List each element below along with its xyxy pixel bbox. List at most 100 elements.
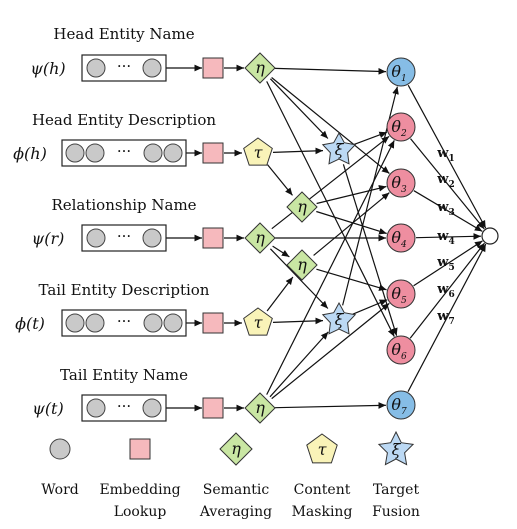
edge-theta3-output — [413, 190, 483, 232]
edge-xi2-theta5 — [352, 299, 388, 315]
row-title-4: Tail Entity Description — [39, 281, 210, 299]
word-circle — [85, 143, 105, 163]
nodes-layer — [49, 52, 499, 466]
embedding-lookup-5 — [202, 397, 224, 419]
edge-eta3-eta2b — [272, 245, 290, 258]
theta-index: 1 — [401, 74, 407, 84]
semantic-averaging-5-symbol: η — [255, 398, 265, 417]
theta-symbol: θ — [391, 284, 401, 303]
row-title-2: Head Entity Description — [32, 111, 216, 129]
edge-theta4-output — [415, 233, 482, 240]
content-masking-4 — [243, 307, 273, 336]
theta-symbol: θ — [391, 173, 401, 192]
edge-theta7-output — [407, 243, 487, 392]
theta-label-2: θ2 — [391, 117, 407, 139]
weight-index: 3 — [448, 208, 454, 218]
weight-letter: w — [436, 282, 449, 297]
content-masking-4-symbol: τ — [254, 313, 264, 332]
word-circle — [163, 143, 183, 163]
target-fusion-1-symbol: ξ — [335, 140, 345, 159]
edge-theta1-output — [407, 84, 487, 229]
weight-label-5: w5 — [436, 255, 454, 273]
embedding-lookup-4 — [202, 312, 224, 334]
word-circle — [142, 398, 162, 418]
edge-tau1-xi1 — [272, 147, 324, 155]
embedding-lookup-1 — [202, 57, 224, 79]
semantic-averaging-mid-1 — [286, 191, 318, 223]
edge-eta5-theta5 — [271, 302, 390, 400]
legend-label-4: Content — [294, 482, 351, 498]
ellipsis: ··· — [117, 312, 131, 330]
semantic-averaging-mid-1-symbol: η — [297, 197, 307, 216]
weight-letter: w — [436, 146, 449, 161]
theta-symbol: θ — [391, 340, 401, 359]
legend-target-fusion-icon — [377, 430, 415, 466]
theta-label-7: θ7 — [391, 395, 407, 417]
semantic-averaging-mid-2 — [286, 249, 318, 281]
weight-letter: w — [436, 172, 449, 187]
weight-letter: w — [436, 255, 449, 270]
semantic-averaging-1 — [244, 52, 276, 84]
edge-tau2-xi2 — [272, 317, 324, 325]
word-circle — [86, 398, 106, 418]
theta-index: 6 — [401, 352, 407, 362]
edge-eta1-theta1 — [274, 67, 387, 75]
legend-word-icon — [49, 438, 71, 460]
word-circle — [142, 228, 162, 248]
word-circle — [65, 313, 85, 333]
edge-xi1-theta2 — [352, 131, 388, 146]
legend-label-5: Target — [373, 482, 420, 498]
theta-index: 5 — [401, 296, 407, 306]
embedding-lookup-2 — [202, 142, 224, 164]
theta-label-3: θ3 — [391, 173, 407, 195]
legend-sublabel-3: Averaging — [199, 504, 272, 520]
legend-semantic-averaging-icon — [219, 432, 253, 466]
ellipsis: ··· — [117, 397, 131, 415]
legend-content-masking-icon — [306, 433, 338, 464]
weight-label-6: w6 — [436, 282, 454, 300]
legend-label-2: Embedding — [99, 482, 180, 498]
target-fusion-2-symbol: ξ — [335, 310, 345, 329]
semantic-averaging-3 — [244, 222, 276, 254]
edge-eta3-xi2 — [269, 248, 329, 309]
edge-eta1-xi1 — [269, 78, 329, 139]
theta-symbol: θ — [391, 228, 401, 247]
theta-index: 7 — [401, 407, 407, 417]
legend-sublabel-2: Lookup — [114, 504, 167, 520]
word-circle — [65, 143, 85, 163]
edges-layer — [166, 64, 487, 412]
edge-eta2a-theta4 — [316, 210, 387, 235]
weight-label-4: w4 — [436, 229, 454, 247]
weight-index: 7 — [448, 317, 454, 327]
theta-label-6: θ6 — [391, 340, 407, 362]
theta-index: 3 — [401, 185, 407, 195]
theta-node-2 — [386, 112, 416, 142]
row-title-1: Head Entity Name — [53, 25, 194, 43]
embedding-lookup-3 — [202, 227, 224, 249]
target-fusion-2 — [321, 301, 357, 335]
weight-index: 6 — [448, 290, 454, 300]
weight-label-3: w3 — [436, 200, 454, 218]
legend-label-1: Word — [41, 482, 79, 498]
theta-symbol: θ — [391, 62, 401, 81]
legend-label-3: Semantic — [203, 482, 270, 498]
weight-letter: w — [436, 309, 449, 324]
theta-label-1: θ1 — [391, 62, 406, 84]
semantic-averaging-5 — [244, 392, 276, 424]
weight-index: 5 — [448, 263, 454, 273]
row-title-5: Tail Entity Name — [60, 366, 188, 384]
weight-label-2: w2 — [436, 172, 454, 190]
theta-node-4 — [386, 223, 416, 253]
theta-symbol: θ — [391, 117, 401, 136]
edge-xi1-theta6 — [342, 164, 398, 336]
edge-eta1-theta3 — [271, 77, 390, 174]
weight-index: 4 — [448, 237, 454, 247]
legend-sublabel-5: Fusion — [372, 504, 420, 520]
edge-eta3-theta2 — [271, 135, 390, 230]
theta-label-4: θ4 — [391, 228, 407, 250]
row-title-3: Relationship Name — [51, 196, 196, 214]
legend-eta-symbol: η — [231, 439, 241, 458]
